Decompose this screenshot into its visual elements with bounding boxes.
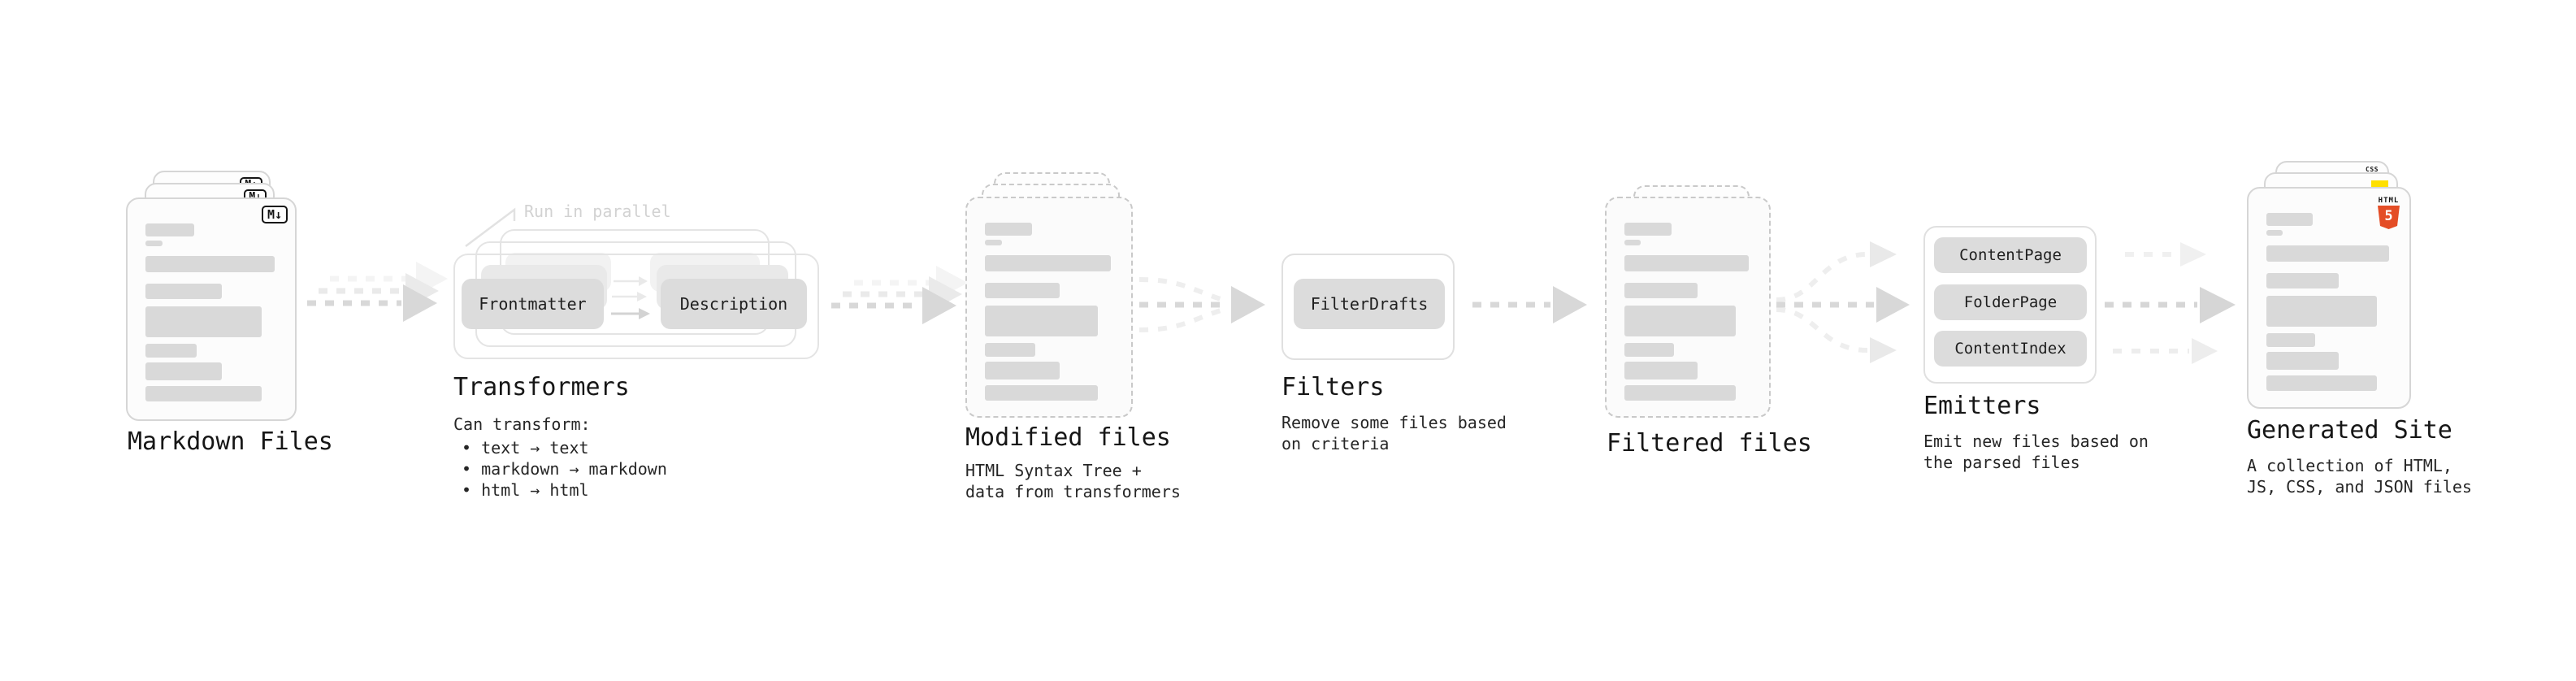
arrow-frontmatter-to-description	[611, 276, 650, 319]
arrow-transformers-to-modified	[831, 266, 968, 324]
arrow-filtered-to-emitters	[1776, 241, 1910, 363]
arrow-filters-to-filtered	[1472, 286, 1587, 323]
run-in-parallel-leader-line	[465, 207, 516, 247]
arrow-markdown-to-transformers	[307, 262, 448, 322]
arrow-emitters-to-generated	[2105, 242, 2236, 364]
arrow-modified-to-filters	[1138, 277, 1265, 332]
